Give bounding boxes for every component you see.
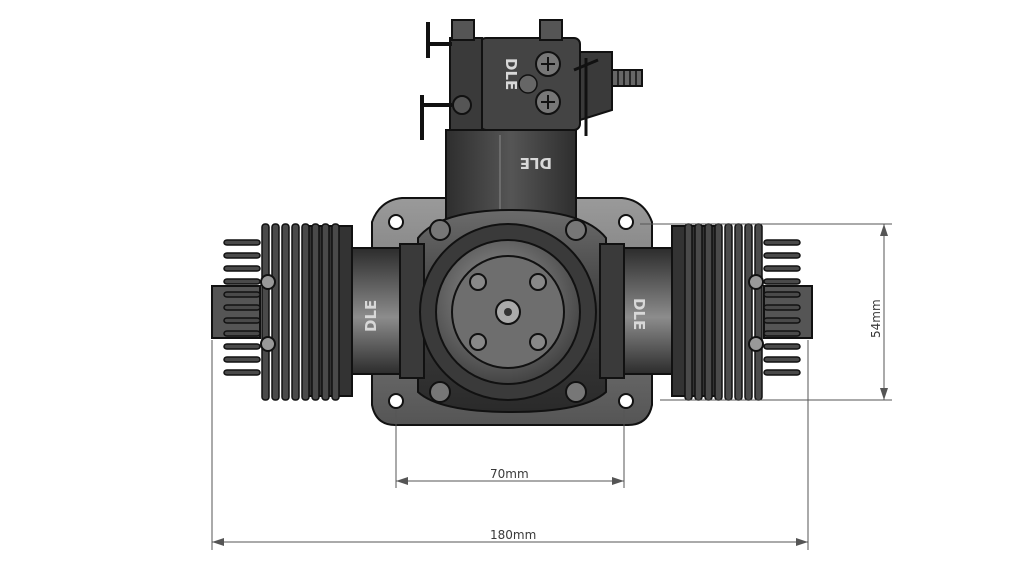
cooling-fin — [763, 239, 801, 246]
cooling-fin — [734, 223, 743, 401]
spark-plug-icon — [748, 274, 764, 290]
cooling-fin — [271, 223, 280, 401]
mount-hole — [388, 393, 404, 409]
cooling-fin — [223, 369, 261, 376]
crankcase-bolt — [565, 381, 587, 403]
cooling-fin — [261, 223, 270, 401]
crankcase-bolt — [429, 381, 451, 403]
mount-height-label: 54mm — [869, 299, 883, 338]
cooling-fin — [754, 223, 763, 401]
right-cylinder: DLE — [599, 223, 813, 401]
carburetor-logo: DLE — [502, 58, 520, 90]
cooling-fin — [763, 317, 801, 324]
cooling-fins — [684, 223, 763, 401]
mount-holes — [388, 214, 634, 409]
mount-hole — [388, 214, 404, 230]
cooling-fins — [261, 223, 340, 401]
mount-hole — [618, 393, 634, 409]
hub-bolt — [469, 333, 487, 351]
prop-hub — [419, 223, 597, 401]
cooling-fin — [763, 291, 801, 298]
cooling-fin — [714, 223, 723, 401]
hub-bolt — [529, 273, 547, 291]
cooling-fin — [694, 223, 703, 401]
cooling-fin — [763, 343, 801, 350]
cooling-fin — [331, 223, 340, 401]
mount-hole — [618, 214, 634, 230]
left-cylinder: DLE — [211, 223, 425, 401]
cooling-fin — [223, 252, 261, 259]
cooling-fin — [223, 356, 261, 363]
cooling-fin — [281, 223, 290, 401]
cooling-fin — [301, 223, 310, 401]
cooling-fin — [724, 223, 733, 401]
cooling-fin — [223, 343, 261, 350]
hub-bolt — [469, 273, 487, 291]
dimension-annotations — [211, 223, 892, 550]
cooling-fin — [684, 223, 693, 401]
crankcase-bolt — [429, 219, 451, 241]
cooling-fin — [704, 223, 713, 401]
cooling-fin — [321, 223, 330, 401]
right-cylinder-logo: DLE — [630, 298, 648, 330]
cooling-fin — [223, 304, 261, 311]
cooling-fin — [223, 239, 261, 246]
cooling-fin — [763, 252, 801, 259]
cooling-fin — [744, 223, 753, 401]
cooling-fin — [763, 330, 801, 337]
hub-bolt — [529, 333, 547, 351]
cooling-fin — [763, 356, 801, 363]
cooling-fin — [763, 369, 801, 376]
cooling-fin — [763, 304, 801, 311]
cooling-fin — [311, 223, 320, 401]
cooling-fin — [223, 330, 261, 337]
cooling-fin — [763, 278, 801, 285]
overall-width-label: 180mm — [490, 528, 536, 542]
fuel-nipple — [573, 58, 643, 136]
spark-plug-icon — [260, 274, 276, 290]
cooling-fin — [763, 265, 801, 272]
intake-logo: DLE — [520, 154, 552, 172]
mount-spacing-label: 70mm — [490, 467, 529, 481]
cooling-fin — [223, 291, 261, 298]
left-cylinder-logo: DLE — [362, 300, 380, 332]
cooling-fin — [223, 317, 261, 324]
cooling-fin — [223, 265, 261, 272]
crankcase-bolt — [565, 219, 587, 241]
cooling-fin — [223, 278, 261, 285]
cooling-fin — [291, 223, 300, 401]
